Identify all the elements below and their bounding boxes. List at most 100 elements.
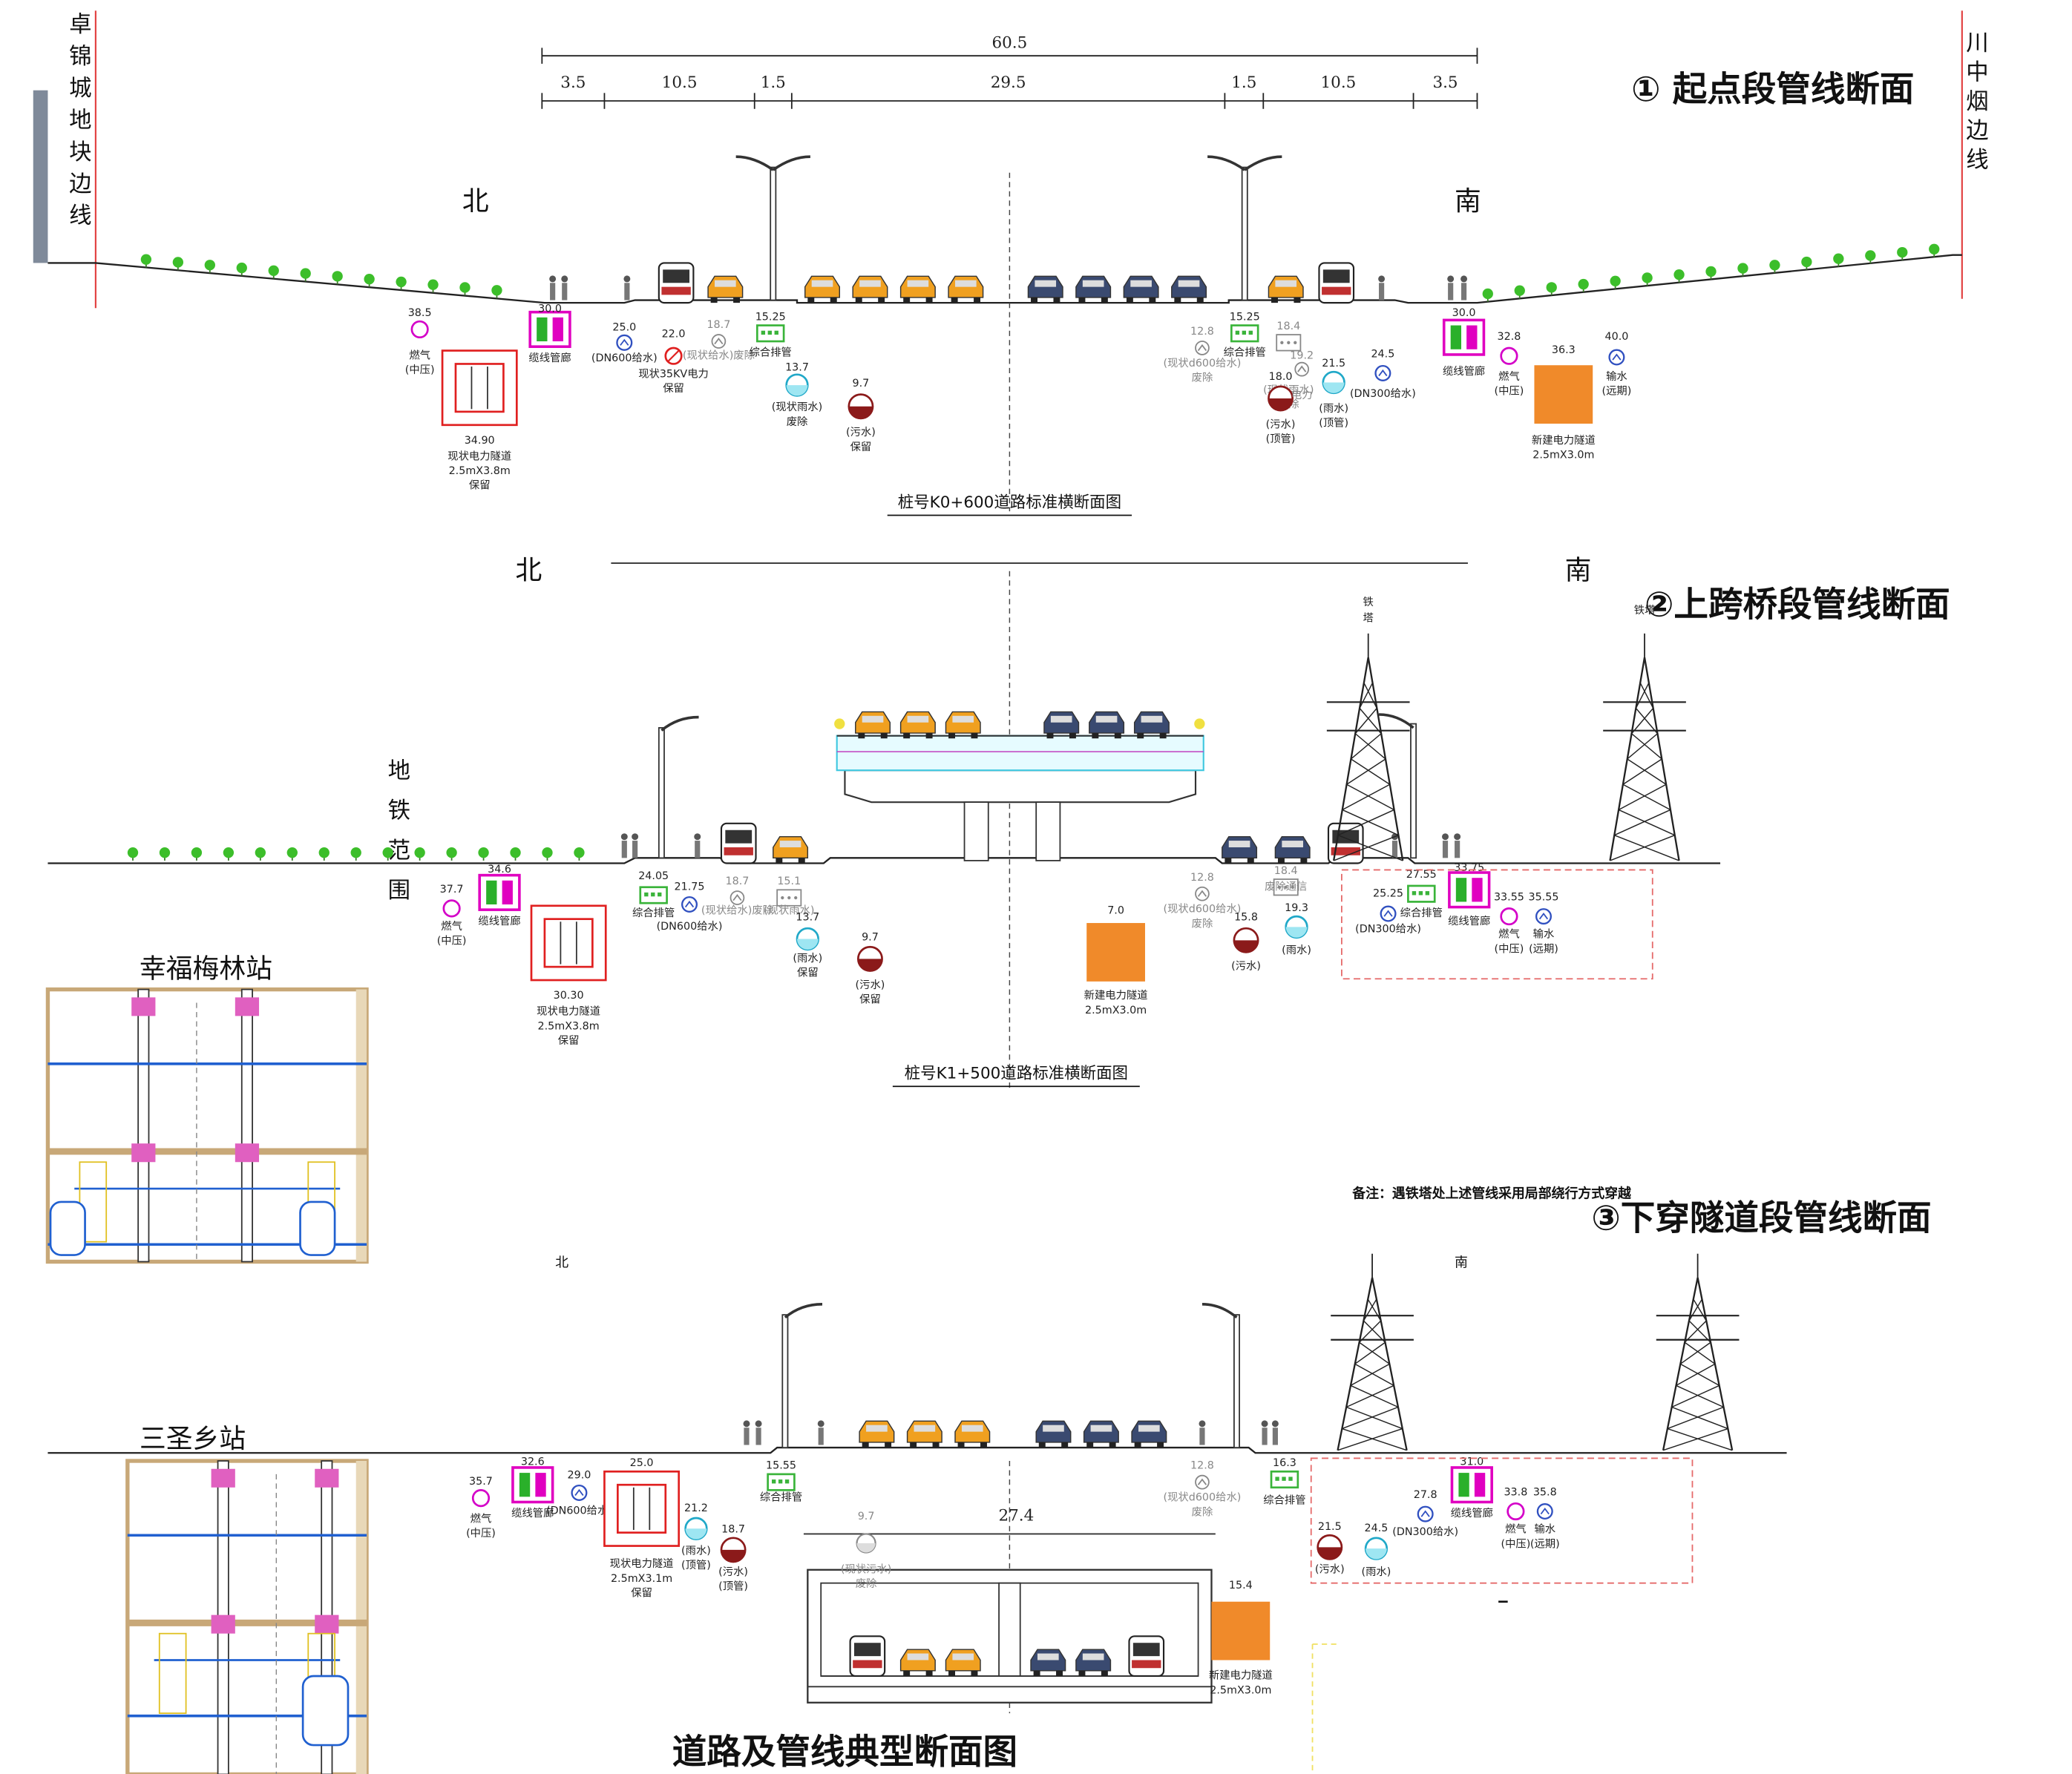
- pipe-label-2: (中压): [1501, 1537, 1530, 1550]
- pipe-depth-value: 33.75: [1454, 862, 1484, 874]
- tree-icon: [159, 847, 171, 861]
- powertunnel-pipe-icon: [530, 904, 607, 982]
- pedestrian-icon: [620, 833, 628, 858]
- pipe-entry: 21.5(雨水)(顶管): [1319, 358, 1348, 430]
- taxi-icon: [707, 275, 744, 303]
- detour-zone-3: [1310, 1457, 1694, 1584]
- pipe-entry: 19.2电力: [1290, 349, 1314, 401]
- pipe-depth-value: 25.0: [612, 322, 636, 334]
- tree-icon: [300, 268, 311, 282]
- pipe-entry: 37.7燃气(中压): [437, 884, 467, 947]
- right-boundary-label: 川中烟边线: [1966, 30, 1988, 174]
- cabletunnel-pipe-icon: [511, 1466, 554, 1504]
- newpower-pipe-icon: [1086, 923, 1145, 982]
- pipe-depth-value: 18.7: [726, 875, 750, 887]
- tower-label: 铁: [1363, 596, 1374, 608]
- section-3: 备注：遇铁塔处上述管线采用局部绕行方式穿越 ③下穿隧道段管线断面 北 南 27.…: [47, 1186, 1932, 1774]
- north-label-2: 北: [516, 555, 542, 585]
- pipe-entry: 21.2(雨水)(顶管): [681, 1502, 711, 1571]
- gas-pipe-icon: [471, 1489, 491, 1508]
- metro-range-label: 地铁范围: [388, 758, 410, 904]
- pipe-label: 现状35KV电力: [638, 367, 709, 380]
- pipe-label-2: 2.5mX3.0m: [1085, 1005, 1147, 1016]
- tree-icon: [1578, 278, 1589, 292]
- car-icon: [1027, 275, 1063, 303]
- tree-icon: [268, 265, 279, 279]
- detour-zone-2: [1341, 869, 1653, 980]
- dim-segment-label: 1.5: [1231, 73, 1256, 92]
- pipe-depth-value: 16.3: [1273, 1457, 1296, 1469]
- tree-icon: [1610, 275, 1621, 289]
- pipe-depth-value: 7.0: [1107, 905, 1124, 917]
- pipe-label-2: 保留: [663, 382, 684, 395]
- south-label-2: 南: [1565, 555, 1592, 585]
- pipe-entry: 38.5燃气(中压): [405, 307, 435, 376]
- pedestrian-icon: [1261, 1420, 1268, 1445]
- pipe-label: (现状污水): [841, 1563, 891, 1575]
- tree-icon: [1482, 288, 1493, 302]
- pipe-label: 新建电力隧道: [1084, 989, 1148, 1002]
- pipe-depth-value: 18.4: [1276, 321, 1300, 332]
- car-icon: [1171, 275, 1207, 303]
- pipe-entry: 35.8输水(远期): [1530, 1487, 1560, 1551]
- pipe-label: 缆线管廊: [478, 915, 520, 927]
- pipe-label: (污水): [1266, 418, 1296, 430]
- street-lamp-icon: [1207, 155, 1282, 301]
- pipe-depth-value: 18.4: [1274, 865, 1298, 877]
- pipe-label-2: (顶管): [1266, 433, 1296, 445]
- pipe-label-2: 保留: [797, 967, 819, 979]
- pipe-depth-value: 34.6: [488, 864, 511, 875]
- pipe-depth-value: 12.8: [1190, 326, 1214, 338]
- station-a: 幸福梅林站: [45, 953, 369, 1264]
- tree-icon: [140, 254, 152, 268]
- pipe-label-2: 废除: [1192, 372, 1213, 384]
- cabletunnel-pipe-icon: [528, 310, 571, 348]
- taxi-icon: [906, 1420, 942, 1448]
- duct-pipe-icon: [755, 324, 785, 343]
- pipe-label: (污水): [1231, 960, 1261, 973]
- pipe-depth-value: 38.5: [408, 307, 432, 319]
- pylon-icon: [1603, 633, 1686, 861]
- pipe-label: (雨水): [681, 1544, 711, 1557]
- dim-segment-label: 3.5: [1432, 73, 1458, 92]
- tree-icon: [382, 847, 393, 861]
- pipe-depth-value: 9.7: [862, 931, 879, 943]
- pipe-depth-value: 34.90: [465, 435, 495, 447]
- pipe-label: 新建电力隧道: [1209, 1669, 1273, 1682]
- cabletunnel-pipe-icon: [1448, 871, 1491, 909]
- tree-icon: [364, 273, 375, 287]
- duct-pipe-icon: [767, 1473, 796, 1491]
- pipe-depth-value: 18.7: [706, 319, 730, 331]
- pipe-label: 综合排管: [1400, 907, 1443, 919]
- street-lamp-icon: [658, 715, 699, 859]
- pipe-depth-value: 35.7: [469, 1476, 493, 1488]
- tree-icon: [491, 285, 502, 298]
- pipe-label-2: (中压): [466, 1527, 496, 1540]
- water-pipe-icon: [1536, 1503, 1553, 1520]
- pipe-label-2: 2.5mX3.1m: [611, 1573, 672, 1585]
- rain-pipe-icon: [796, 927, 819, 951]
- pipe-label-2: 废除: [856, 1577, 877, 1590]
- north-label-3: 北: [555, 1255, 568, 1271]
- oldwater-pipe-icon: [1195, 886, 1210, 901]
- pipe-depth-value: 37.7: [440, 884, 464, 896]
- tree-icon: [1546, 282, 1557, 296]
- station-a-label: 幸福梅林站: [140, 953, 272, 984]
- ground-profile-1: [47, 254, 1962, 304]
- street-lamps-2: [658, 713, 1417, 859]
- pipe-label: 废除通信: [1265, 880, 1307, 893]
- pipe-depth-value: 15.4: [1229, 1580, 1253, 1591]
- pipe-entry: 29.0(DN600给水): [546, 1469, 612, 1517]
- pipe-depth-value: 40.0: [1604, 331, 1628, 343]
- pipe-label-2: 废除: [1192, 1505, 1213, 1518]
- car-icon: [1133, 711, 1170, 739]
- rain-pipe-icon: [1285, 915, 1308, 939]
